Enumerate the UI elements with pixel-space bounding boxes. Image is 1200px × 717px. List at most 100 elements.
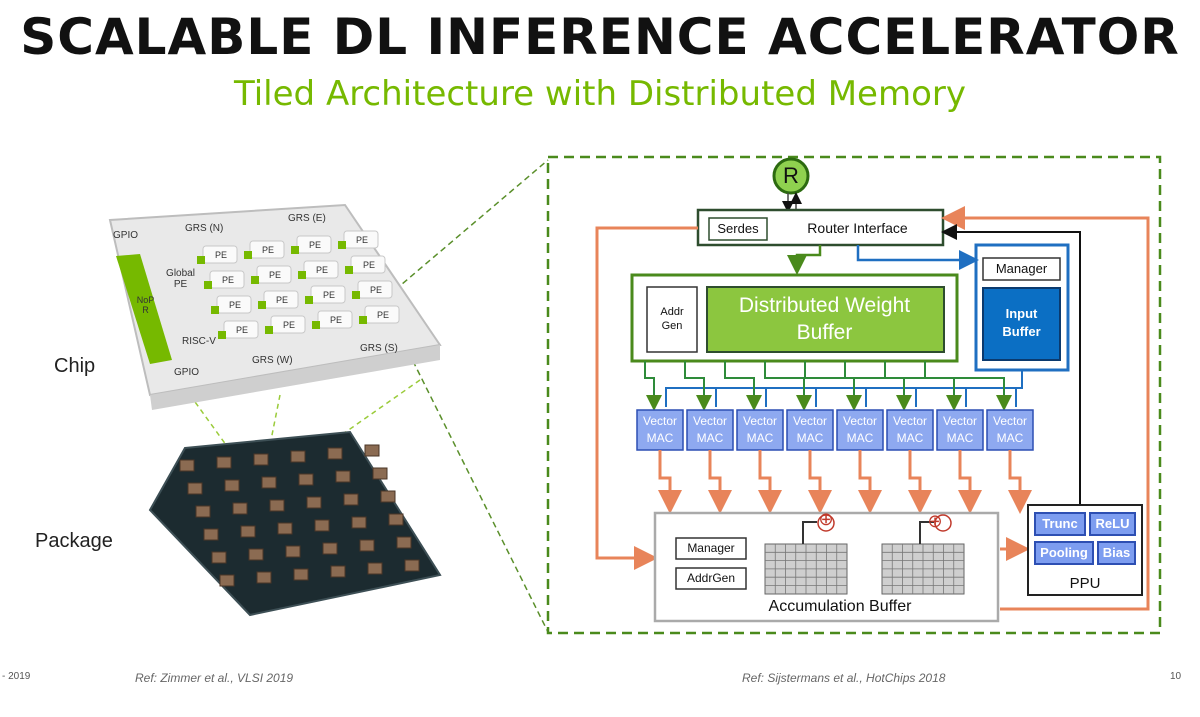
svg-text:PE: PE — [309, 240, 321, 250]
mac-output-arrow — [708, 450, 732, 514]
relu-box — [1089, 512, 1136, 536]
footer-date: - 2019 — [2, 671, 31, 682]
chip-pe-tile: PE — [312, 310, 353, 329]
vector-mac — [836, 409, 884, 451]
weight-feed-wire — [644, 361, 662, 411]
acc-manager-box — [675, 537, 747, 560]
svg-text:PE: PE — [283, 320, 295, 330]
package-die — [261, 476, 277, 489]
package-die — [359, 539, 375, 552]
package-die — [396, 536, 412, 549]
trunc-label: Trunc — [1042, 516, 1078, 531]
nop-router-column — [116, 254, 172, 364]
addr-gen-box — [646, 286, 698, 353]
chip-grs-w: GRS (W) — [252, 355, 293, 366]
weight-feed-wire — [684, 361, 712, 411]
package-die — [388, 513, 404, 526]
package-die — [290, 450, 306, 463]
distributed-weight-buffer — [706, 286, 945, 353]
bias-box — [1097, 541, 1136, 565]
chip-global-pe: Global PE — [166, 268, 195, 290]
chip-pe-tile: PE — [298, 260, 339, 279]
package-die — [404, 559, 420, 572]
package-die — [248, 548, 264, 561]
addr-gen-label: Addr Gen — [660, 306, 684, 332]
chip-pe-tile: PE — [251, 265, 292, 284]
chip-pe-tile: PE — [211, 295, 252, 314]
accumulator-array — [764, 514, 848, 595]
svg-text:PE: PE — [363, 260, 375, 270]
svg-text:PE: PE — [215, 250, 227, 260]
package-die — [306, 496, 322, 509]
vector-mac — [636, 409, 684, 451]
chip-grs-e: GRS (E) — [288, 213, 326, 224]
package-die — [256, 571, 272, 584]
input-feed-wire — [1015, 370, 1023, 407]
chip-pe-tile: PE — [291, 235, 332, 254]
chip-pe-tile: PE — [265, 315, 306, 334]
weight-feed-wire — [724, 361, 762, 411]
package-die — [179, 459, 195, 472]
adder-2: ⊕ — [927, 511, 943, 531]
relu-label: ReLU — [1095, 516, 1130, 531]
input-manager-label: Manager — [995, 261, 1048, 276]
package-die — [219, 574, 235, 587]
serdes-box — [708, 217, 768, 241]
chip-pe-tile: PE — [338, 230, 379, 249]
chip-gpio-top: GPIO — [113, 230, 139, 241]
mac-output-arrow — [1008, 450, 1032, 514]
slide-subtitle: Tiled Architecture with Distributed Memo… — [234, 74, 966, 114]
page-number: 10 — [1170, 671, 1182, 682]
package-die — [380, 490, 396, 503]
mac-output-arrow — [758, 450, 782, 514]
chip-grs-n: GRS (N) — [185, 223, 224, 234]
package-die — [269, 499, 285, 512]
input-manager-box — [982, 257, 1061, 281]
chip-pe-tile: PE — [352, 280, 393, 299]
ref-right: Ref: Sijstermans et al., HotChips 2018 — [742, 671, 946, 685]
package-die — [203, 528, 219, 541]
svg-text:PE: PE — [370, 285, 382, 295]
weight-feed-wire — [924, 361, 1012, 411]
pooling-label: Pooling — [1040, 545, 1088, 560]
chip-pe-tile: PE — [244, 240, 285, 259]
package-die — [364, 444, 380, 457]
package-die — [327, 447, 343, 460]
weight-feed-wire — [884, 361, 962, 411]
svg-text:PE: PE — [276, 295, 288, 305]
package-die — [372, 467, 388, 480]
svg-text:PE: PE — [236, 325, 248, 335]
svg-text:PE: PE — [323, 290, 335, 300]
svg-text:PE: PE — [316, 265, 328, 275]
chip-pe-grid: PE PE PE PE PE PE PE PE PE PE PE PE PE PE PE PE — [197, 230, 400, 339]
mac-output-arrow — [858, 450, 882, 514]
svg-text:PE: PE — [222, 275, 234, 285]
ref-left: Ref: Zimmer et al., VLSI 2019 — [135, 671, 294, 685]
router-r-label: R — [783, 163, 799, 188]
package-die — [277, 522, 293, 535]
chip-pe-tile: PE — [359, 305, 400, 324]
chip-grs-s: GRS (S) — [360, 343, 398, 354]
chip-pe-tile: PE — [204, 270, 245, 289]
weight-feed-wire — [764, 361, 812, 411]
svg-text:PE: PE — [269, 270, 281, 280]
accumulator-grids — [764, 514, 965, 595]
chip-nop-label: NoP R — [136, 295, 155, 315]
mac-feed-wires — [644, 361, 1023, 411]
svg-text:PE: PE — [262, 245, 274, 255]
chip-pe-tile: PE — [345, 255, 386, 274]
router-interface-label: Router Interface — [807, 220, 908, 236]
ppu-label: PPU — [1069, 575, 1101, 592]
package-label: Package — [35, 530, 113, 552]
chip-pe-tile: PE — [305, 285, 346, 304]
weight-feed-wire — [804, 361, 862, 411]
package-die — [322, 542, 338, 555]
svg-text:PE: PE — [229, 300, 241, 310]
chip-pe-tile: PE — [197, 245, 238, 264]
